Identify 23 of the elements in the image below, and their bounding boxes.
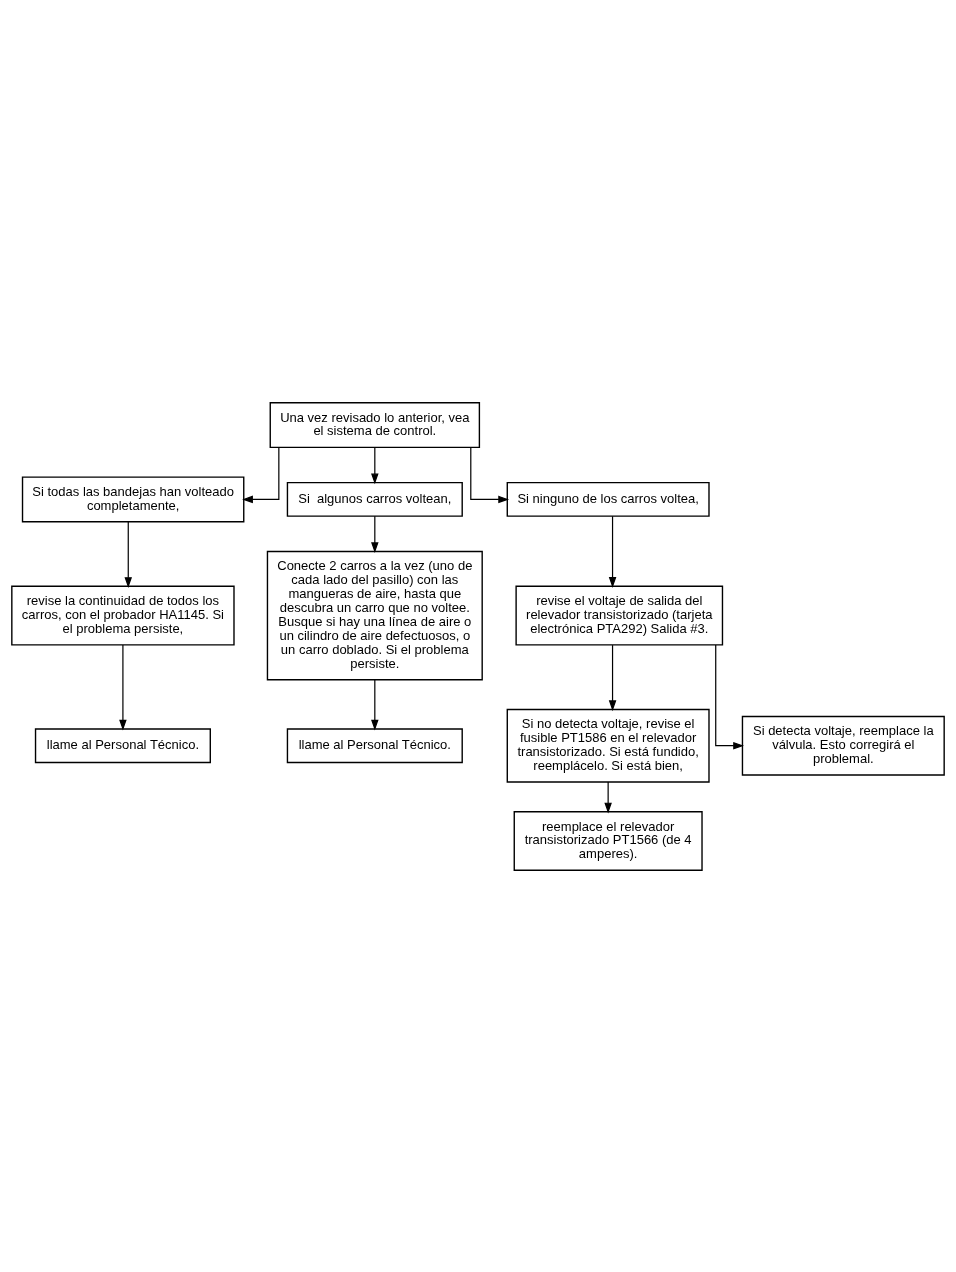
node-box: llame al Personal Técnico. [34,727,211,763]
arrow [604,780,612,813]
arrow [371,678,379,731]
node-box: revise la continuidad de todos los carros, con el probador HA1145. Si el problema persiste, [11,585,235,646]
arrow [371,446,379,484]
node-box: reemplace el relevador transistorizado PT1566 (de 4 amperes). [513,810,703,871]
node-box: llame al Personal Técnico. [286,727,463,763]
arrow [715,644,744,749]
node-box: revise el voltaje de salida del relevador transistorizado (tarjeta electrónica PTA292) Salida #3. [515,585,724,646]
arrow [608,515,617,588]
arrow [242,446,280,503]
node-box: Si detecta voltaje, reemplace la válvula. Esto corregirá el problemal. [741,715,945,776]
node-box: Conecte 2 carros a la vez (uno de cada lado del pasillo) con las mangueras de aire, hasta que descubra un carro que no voltee. Busque si hay una línea de aire o un cilindro de aire defectuosos, o un carro doblado. Si el problema persiste. [266,550,483,680]
node-box: Si ninguno de los carros voltea, [506,481,710,517]
node-box: Una vez revisado lo anterior, vea el sistema de control. [269,401,481,448]
arrow [470,446,510,503]
arrow [124,520,133,588]
node-box: Si todas las bandejas han volteado completamente, [21,475,245,522]
arrow [608,644,617,711]
arrow [119,644,127,730]
node-box: Si no detecta voltaje, revise el fusible PT1586 en el relevador transistorizado. Si está fundido, reemplácelo. Si está bien, [506,708,710,783]
arrow [371,515,379,553]
node-box: Si algunos carros voltean, [286,481,463,517]
